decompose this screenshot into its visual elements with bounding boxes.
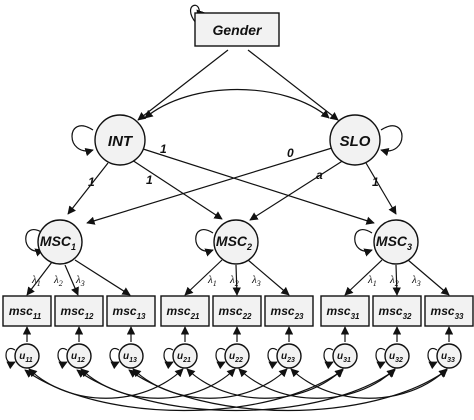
residual-label-11: u11 <box>19 351 32 364</box>
loading-label: λ1 <box>31 274 41 288</box>
residual-label-21: u21 <box>177 351 191 364</box>
slo-to-msc3-path <box>365 162 397 215</box>
residual-label-31: u31 <box>337 351 351 364</box>
slo-msc2-coef: a <box>316 168 323 182</box>
msc3-factor-label: MSC3 <box>376 233 412 252</box>
msc3-to-msc31-path <box>344 259 383 296</box>
msc1-variance-loop <box>25 229 44 257</box>
indicator-boxes: msc11 msc12 msc13 msc21 msc22 msc23 msc31 msc32… <box>2 295 474 327</box>
msc3-factor-circle <box>373 219 419 265</box>
residual-covariance-arcs <box>24 368 448 411</box>
msc1-factor-circle <box>37 219 83 265</box>
loading-label: λ3 <box>75 274 85 288</box>
nodes: Gender INT SLO <box>94 12 381 166</box>
residual-circle-11 <box>14 343 40 369</box>
slo-factor-label: SLO <box>340 133 371 150</box>
int-msc2-coef: 1 <box>146 173 153 187</box>
indicator-box-11 <box>2 295 52 327</box>
msc2-to-msc22-path <box>232 264 241 296</box>
residual-label-23: u23 <box>281 351 295 364</box>
msc1-factor-label: MSC1 <box>40 233 76 252</box>
residual-paths <box>22 326 454 342</box>
residual-circle-12 <box>66 343 92 369</box>
residual-circle-22 <box>224 343 250 369</box>
gender-to-int-path <box>137 49 229 121</box>
int-factor-circle <box>94 114 146 166</box>
indicator-box-13 <box>106 295 156 327</box>
msc2-factor-label: MSC2 <box>216 233 252 252</box>
residual-circle-32 <box>384 343 410 369</box>
loading-label: λ2 <box>229 274 239 288</box>
residual-label-22: u22 <box>229 351 243 364</box>
loading-label: λ2 <box>389 274 399 288</box>
loading-label: λ2 <box>53 274 63 288</box>
msc3-to-msc32-path <box>392 264 401 296</box>
edges <box>5 4 454 411</box>
int-to-msc1-path <box>67 162 109 215</box>
slo-msc1-coef: 0 <box>287 146 294 160</box>
residual-circle-21 <box>172 343 198 369</box>
msc2-variance-loop <box>195 229 214 257</box>
slo-variance-loop <box>380 125 403 157</box>
indicator-label-12: msc12 <box>61 304 94 321</box>
residual-circle-13 <box>118 343 144 369</box>
indicator-box-12 <box>54 295 104 327</box>
gender-label: Gender <box>212 22 263 38</box>
loading-label: λ3 <box>251 274 261 288</box>
residual-label-13: u13 <box>123 351 137 364</box>
indicator-box-32 <box>372 295 422 327</box>
indicator-label-21: msc21 <box>167 304 200 321</box>
indicator-box-22 <box>212 295 262 327</box>
msc2-factor-circle <box>213 219 259 265</box>
residual-circle-23 <box>276 343 302 369</box>
indicator-label-33: msc33 <box>431 304 464 321</box>
residual-circles: u11 u12 u13 u21 u22 u23 u31 u32 u33 <box>14 343 462 369</box>
int-to-msc3-path <box>139 147 375 225</box>
residual-variance-loops <box>5 347 438 370</box>
msc2-to-msc23-path <box>247 259 290 296</box>
slo-factor-circle <box>329 114 381 166</box>
indicator-box-31 <box>320 295 370 327</box>
indicator-box-23 <box>264 295 314 327</box>
int-msc3-coef: 1 <box>160 142 167 156</box>
indicator-label-32: msc32 <box>379 304 412 321</box>
msc1-to-msc11-path <box>26 261 53 296</box>
indicator-label-23: msc23 <box>271 304 304 321</box>
indicator-label-13: msc13 <box>113 304 146 321</box>
residual-circle-33 <box>436 343 462 369</box>
msc3-to-msc33-path <box>407 259 450 296</box>
loading-label: λ1 <box>207 274 217 288</box>
int-variance-loop <box>71 125 94 157</box>
residual-label-12: u12 <box>71 351 85 364</box>
msc1-to-msc13-path <box>74 259 131 296</box>
int-factor-label: INT <box>108 133 134 150</box>
indicator-box-33 <box>424 295 474 327</box>
indicator-box-21 <box>160 295 210 327</box>
loading-label: λ3 <box>411 274 421 288</box>
path-coefficients: 1 1 1 0 a 1 <box>88 142 379 189</box>
residual-circle-31 <box>332 343 358 369</box>
int-to-msc2-path <box>131 159 223 220</box>
indicator-label-31: msc31 <box>327 304 360 321</box>
int-msc1-coef: 1 <box>88 175 95 189</box>
msc1-to-msc12-path <box>64 264 79 296</box>
residual-label-33: u33 <box>441 351 455 364</box>
indicator-label-22: msc22 <box>219 304 252 321</box>
gender-to-slo-path <box>247 49 339 121</box>
msc3-variance-loop <box>354 229 373 257</box>
gender-box <box>194 12 280 47</box>
residual-label-32: u32 <box>389 351 403 364</box>
occasion-factors: MSC1 MSC2 MSC3 <box>37 219 419 265</box>
int-slo-covariance <box>144 89 330 119</box>
loading-labels: λ1 λ2 λ3 λ1 λ2 λ3 λ1 λ2 λ3 <box>31 274 421 288</box>
slo-msc3-coef: 1 <box>372 175 379 189</box>
msc2-to-msc21-path <box>184 259 223 296</box>
indicator-label-11: msc11 <box>9 304 42 321</box>
slo-to-msc2-path <box>249 159 345 221</box>
loading-label: λ1 <box>367 274 377 288</box>
slo-to-msc1-path <box>86 147 333 225</box>
